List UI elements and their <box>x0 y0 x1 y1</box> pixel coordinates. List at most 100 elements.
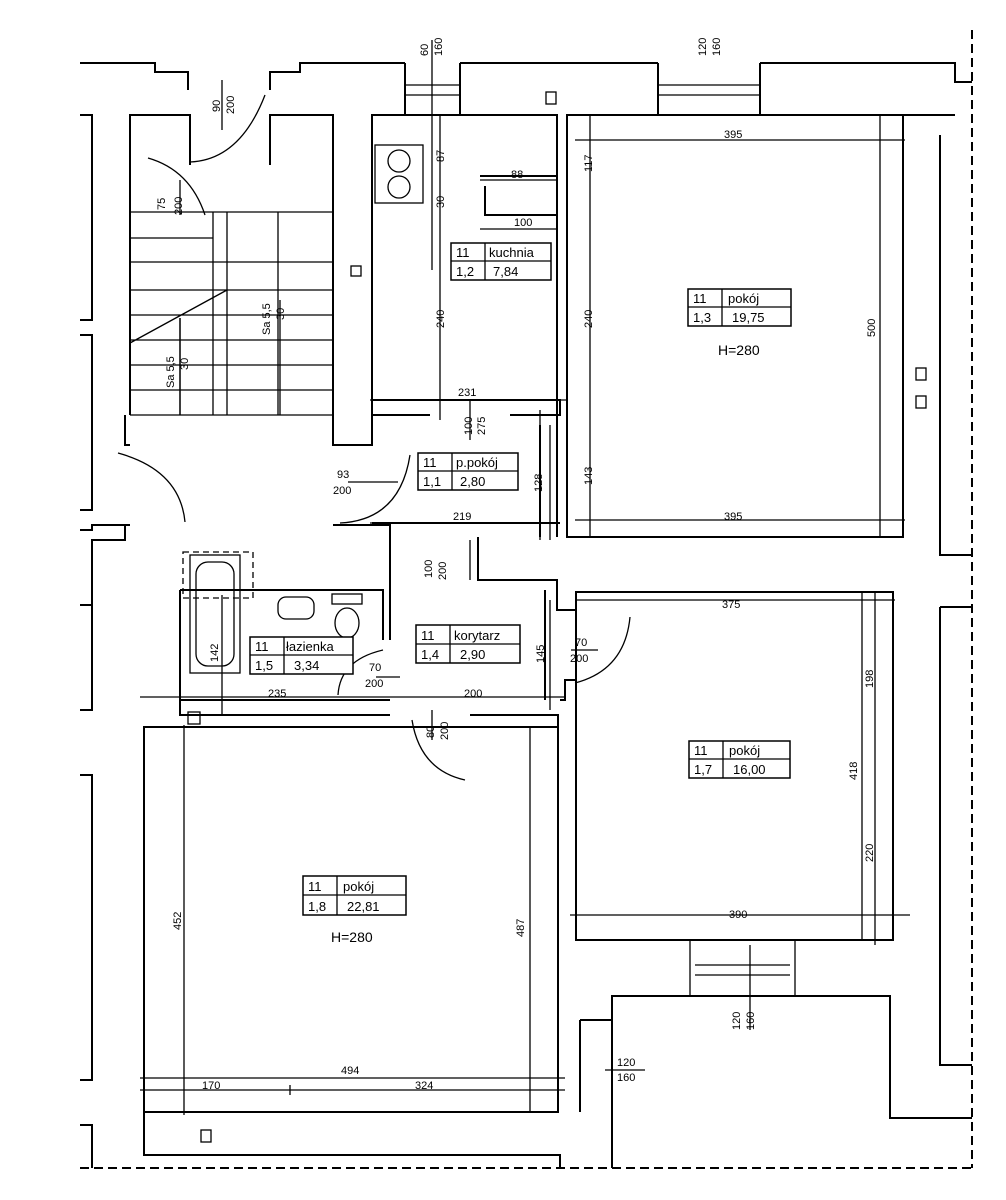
door-swing <box>574 616 631 684</box>
dimension-labels: 60 160 120 160 90 200 75 200 88 100 87 3… <box>156 38 878 1092</box>
room-id: 1,5 <box>255 658 273 673</box>
dim-label: 100 <box>514 217 532 229</box>
room-area: 22,81 <box>347 899 380 914</box>
room-floor: 11 <box>308 879 322 894</box>
dim-label: 200 <box>439 722 451 740</box>
dim-label: 75 <box>156 198 168 210</box>
dim-label: 70 <box>369 662 381 674</box>
dim-label: 160 <box>617 1072 635 1084</box>
room-name: kuchnia <box>489 245 535 260</box>
door-swing <box>411 719 466 781</box>
dim-label: 452 <box>172 912 184 930</box>
dim-label: 170 <box>202 1080 220 1092</box>
stair-label: 30 <box>275 308 287 320</box>
room-floor: 11 <box>255 639 269 654</box>
dim-label: 120 <box>697 38 709 56</box>
dim-label: 100 <box>423 560 435 578</box>
room-area: 16,00 <box>733 762 766 777</box>
room-label-kuchnia: 11 kuchnia 1,2 7,84 <box>450 242 552 281</box>
room-height: H=280 <box>331 929 373 945</box>
dim-label: 220 <box>864 844 876 862</box>
dim-label: 200 <box>437 562 449 580</box>
dim-label: 200 <box>570 653 588 665</box>
dimension-lines <box>140 40 910 1115</box>
toilet-icon <box>334 607 360 639</box>
room-floor: 11 <box>423 455 437 470</box>
door-swing <box>147 157 206 216</box>
dim-label: 160 <box>711 38 723 56</box>
room-floor: 11 <box>456 245 470 260</box>
dim-label: 200 <box>365 678 383 690</box>
bathroom <box>179 551 390 701</box>
room-area: 7,84 <box>493 264 518 279</box>
dim-label: 90 <box>211 100 223 112</box>
room-name: pokój <box>343 879 374 894</box>
dim-label: 145 <box>535 645 547 663</box>
dim-label: 143 <box>583 467 595 485</box>
stair-label: Sa 5,5 <box>165 356 177 388</box>
room-label-korytarz: 11 korytarz 1,4 2,90 <box>415 624 521 664</box>
vent-icon <box>350 265 362 277</box>
room-id: 1,1 <box>423 474 441 489</box>
room-area: 2,80 <box>460 474 485 489</box>
door-swing <box>189 94 266 163</box>
dim-label: 235 <box>268 688 286 700</box>
staircase <box>129 211 333 416</box>
room-id: 1,3 <box>693 310 711 325</box>
vent-icon <box>545 91 557 105</box>
room-area: 2,90 <box>460 647 485 662</box>
dim-label: 93 <box>337 469 349 481</box>
dim-label: 80 <box>425 726 437 738</box>
dim-label: 100 <box>463 417 475 435</box>
dim-label: 128 <box>533 474 545 492</box>
dim-label: 160 <box>745 1012 757 1030</box>
stove-icon <box>374 144 424 204</box>
dim-label: 88 <box>511 169 523 181</box>
dim-label: 494 <box>341 1065 359 1077</box>
room-id: 1,8 <box>308 899 326 914</box>
room-id: 1,7 <box>694 762 712 777</box>
dim-label: 395 <box>724 129 742 141</box>
room-name: p.pokój <box>456 455 498 470</box>
room-label-pokoj-1-7: 11 pokój 1,7 16,00 <box>688 740 791 779</box>
dim-label: 30 <box>435 196 447 208</box>
dim-label: 231 <box>458 387 476 399</box>
room-floor: 11 <box>694 743 708 758</box>
door-swing <box>117 452 186 523</box>
dim-label: 240 <box>435 310 447 328</box>
dim-label: 200 <box>464 688 482 700</box>
dim-label: 200 <box>173 197 185 215</box>
dim-label: 198 <box>864 670 876 688</box>
room-area: 19,75 <box>732 310 765 325</box>
walls <box>80 30 973 1169</box>
dim-label: 219 <box>453 511 471 523</box>
room-area: 3,34 <box>294 658 319 673</box>
room-name: pokój <box>729 743 760 758</box>
dim-label: 275 <box>476 417 488 435</box>
room-name: łazienka <box>286 639 334 654</box>
room-floor: 11 <box>693 291 707 306</box>
room-name: korytarz <box>454 628 500 643</box>
dim-label: 500 <box>866 319 878 337</box>
room-height: H=280 <box>718 342 760 358</box>
dim-label: 120 <box>731 1012 743 1030</box>
room-id: 1,4 <box>421 647 439 662</box>
room-label-p-pokoj: 11 p.pokój 1,1 2,80 <box>417 452 519 491</box>
room-1-3-walls <box>566 114 904 538</box>
dim-label: 395 <box>724 511 742 523</box>
dim-label: 142 <box>209 644 221 662</box>
room-label-pokoj-1-3: 11 pokój 1,3 19,75 H=280 <box>687 288 792 358</box>
dim-label: 418 <box>848 762 860 780</box>
dim-label: 70 <box>575 637 587 649</box>
door-swing <box>339 454 411 524</box>
dim-label: 117 <box>583 154 595 172</box>
dim-label: 240 <box>583 310 595 328</box>
dim-label: 390 <box>729 909 747 921</box>
dim-label: 200 <box>333 485 351 497</box>
room-label-pokoj-1-8: 11 pokój 1,8 22,81 H=280 <box>302 875 407 945</box>
room-name: pokój <box>728 291 759 306</box>
room-id: 1,2 <box>456 264 474 279</box>
plot-boundary <box>80 30 973 1169</box>
room-1-7-walls <box>477 537 894 941</box>
